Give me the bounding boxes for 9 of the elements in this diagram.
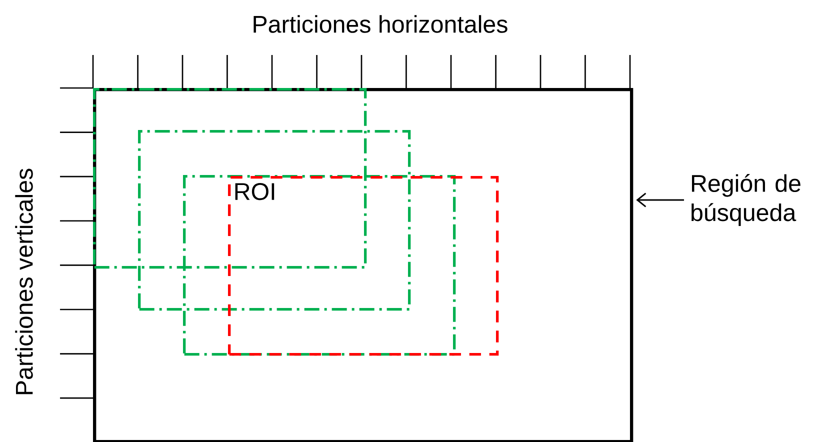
candidate-window	[93, 88, 367, 269]
region-label: Región de búsqueda	[692, 174, 800, 226]
axis-title: Particiones horizontales	[254, 15, 508, 33]
candidate-window	[138, 130, 411, 311]
arrow	[636, 192, 684, 208]
candidate-window	[183, 175, 456, 356]
roi-box: ROI	[228, 176, 499, 356]
search-region-box	[93, 88, 634, 442]
axis-title: Particiones verticales	[15, 168, 33, 394]
